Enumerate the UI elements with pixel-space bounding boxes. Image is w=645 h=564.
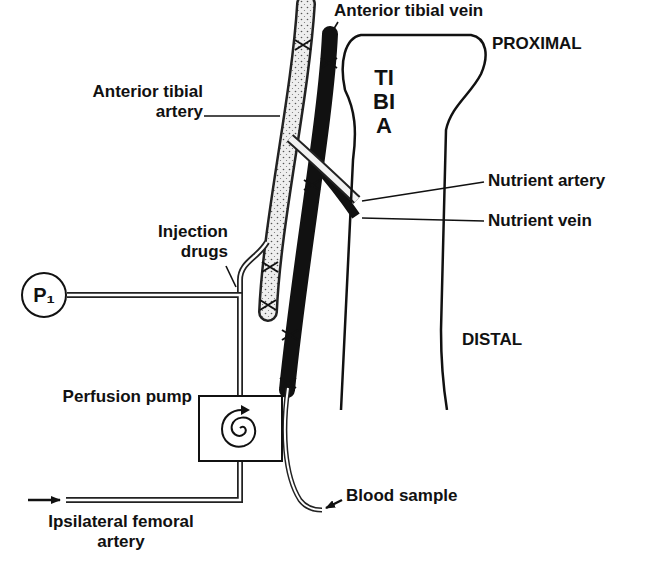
tube-lumen [67,295,240,395]
pump-spiral [222,410,255,447]
perfusion-pump: Perfusion pump [198,395,283,462]
part-label: Ipsilateral femoral artery [45,512,197,551]
pump-rotor-symbol [200,397,280,459]
tibia-bone: TIBIA [335,30,495,410]
sample-arrow [326,500,342,508]
bone-outline-path [341,35,486,410]
nutrient-artery-outline [290,138,357,200]
femoral-tube [66,462,240,500]
arterial-cannula [240,242,267,296]
pressure-gauge: P₁ [21,272,67,318]
pump-direction-arrow [241,405,250,415]
inflow-arrow [28,499,60,502]
pump-label: Perfusion pump [63,387,192,407]
part-label: Blood sample [346,486,457,506]
ligature-ties [260,40,337,388]
venous-catheter-lumen [285,388,322,510]
gauge-label: P₁ [33,284,55,307]
bone-label: TIBIA [373,66,395,139]
part-label: DISTAL [462,330,522,350]
part-label: Nutrient vein [488,211,592,231]
bone-outline [335,30,495,410]
part-label: Anterior tibial artery [85,82,203,121]
venous-catheter [285,388,322,510]
part-label: Anterior tibial vein [334,1,483,21]
part-label: Nutrient artery [488,171,605,191]
arterial-cannula-lumen [240,242,267,296]
femoral-tube-lumen [66,462,240,500]
nutrient-artery-lumen [290,138,357,200]
tube-connector [67,295,240,395]
part-label: Injection drugs [128,222,228,261]
part-label: PROXIMAL [492,34,582,54]
